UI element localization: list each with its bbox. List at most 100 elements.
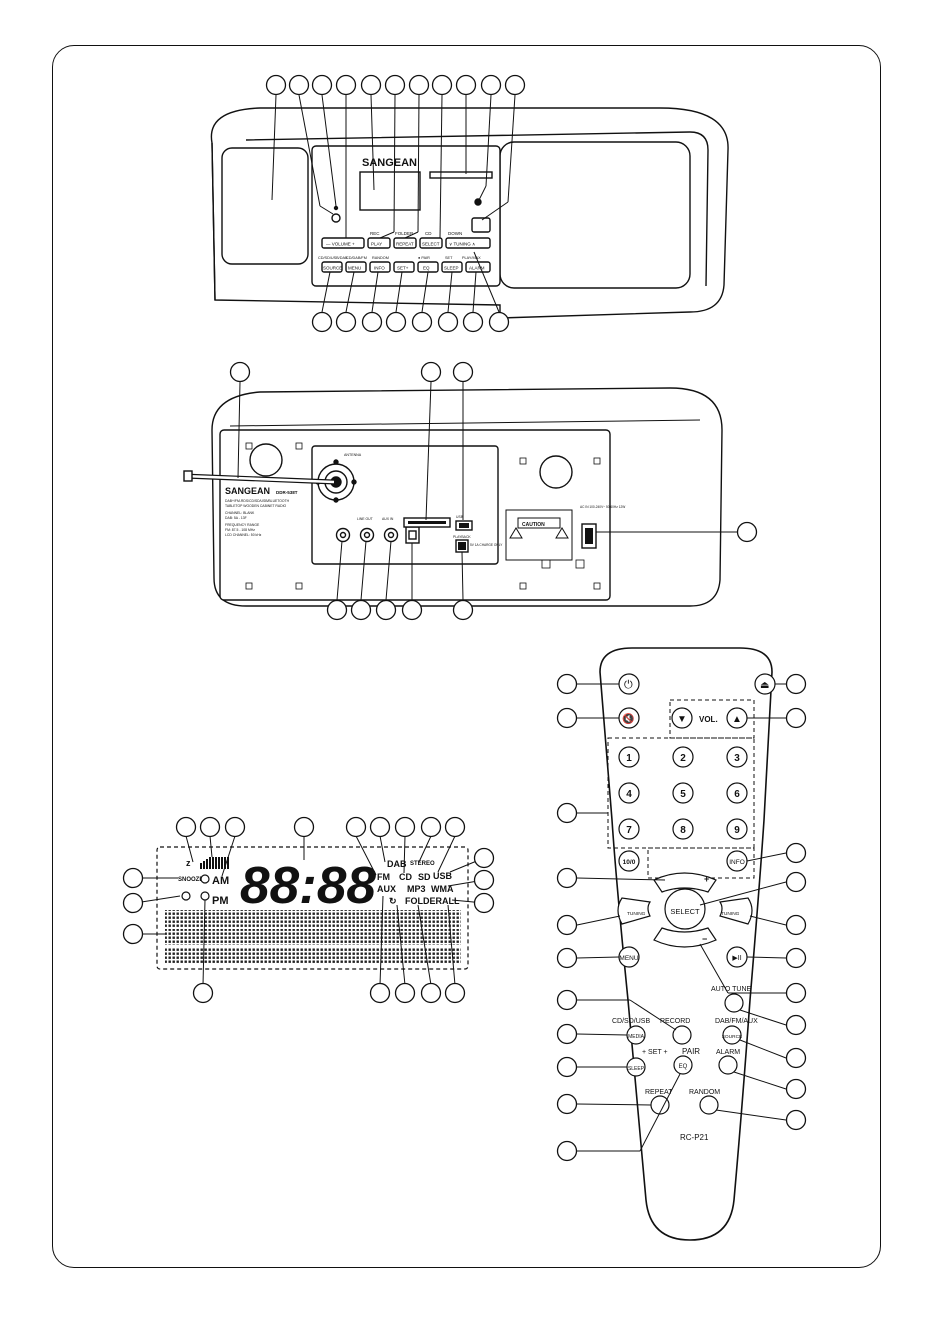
spec-line-3: CHANNEL: BLANK	[225, 511, 255, 515]
snooze-indicator: SNOOZE	[178, 877, 203, 883]
eq-label: EQ	[679, 1064, 688, 1070]
folder-minus-icon: −	[702, 934, 707, 944]
antenna-label: ANTENNA	[344, 453, 362, 457]
back-model: DDR-538T	[276, 490, 298, 495]
aux-in-label: AUX IN	[382, 517, 394, 521]
back-callouts	[237, 381, 738, 601]
media-label: MEDIA	[628, 1034, 645, 1040]
timer-icon	[200, 874, 210, 884]
key-9-label: 9	[734, 825, 740, 836]
remote-sensor	[474, 198, 482, 206]
front-view	[210, 107, 729, 319]
sleep-label: SLEEP	[628, 1066, 645, 1072]
remote-folder-minus-button	[653, 927, 717, 948]
folder-indicator: FOLDER	[405, 896, 442, 906]
info-label: INFO	[729, 859, 745, 866]
back-number-circles	[229, 361, 758, 621]
lcd-number-circles	[122, 816, 495, 1004]
sleep-key-label: SLEEP	[444, 266, 459, 271]
repeat-indicator: ↻	[389, 896, 397, 906]
mute-icon: 🔇	[622, 712, 634, 725]
key-6-label: 6	[734, 789, 740, 800]
usb-charge-note: 5V 1A CHARGE ONLY	[470, 543, 503, 547]
fm-indicator: FM	[377, 872, 390, 882]
remote-random-button	[699, 1095, 719, 1115]
key-8-label: 8	[680, 825, 686, 836]
eq-key-label: EQ	[423, 266, 430, 271]
tuning-left-label: TUNING	[627, 911, 646, 917]
front-callouts	[271, 94, 516, 313]
line-out-label: LINE OUT	[357, 517, 373, 521]
spec-line-6: FM: 87.5 - 108 MHz	[225, 528, 255, 532]
key-5-label: 5	[680, 789, 686, 800]
spec-line-1: DAB+/FM-RDS/CD/SD/USB/BLUETOOTH	[225, 499, 290, 503]
front-brand: SANGEAN	[362, 157, 417, 169]
alarm-2-icon	[200, 891, 210, 901]
source-cap: CD/SD/USB/DAB	[318, 256, 348, 260]
remote-alarm-button	[718, 1055, 738, 1075]
alarm-cap: PLAY/MAX	[462, 256, 481, 260]
down-cap: DOWN	[448, 231, 462, 236]
usb-indicator: USB	[433, 871, 453, 881]
dab-fm-aux-label: DAB/FM/AUX	[715, 1018, 758, 1025]
repeat-label: REPEAT	[645, 1089, 673, 1096]
remote-folder-plus-button	[653, 872, 717, 893]
key-2-label: 2	[680, 753, 686, 764]
vol-up-icon: ▲	[732, 714, 742, 725]
front-number-circles	[265, 74, 526, 333]
back-view	[183, 387, 723, 607]
remote-eq-button	[673, 1055, 693, 1075]
source-label: SOURCE	[722, 1034, 743, 1040]
cd-slot	[429, 171, 493, 179]
stereo-indicator: STEREO	[410, 861, 435, 867]
cd-cap: CD	[425, 231, 432, 236]
cd-sd-usb-label: CD/SD/USB	[612, 1018, 650, 1025]
source-key-label: SOURCE	[323, 266, 342, 271]
vol-label: VOL.	[699, 715, 718, 724]
page-frame	[52, 45, 881, 1268]
select-key-label: SELECT	[422, 242, 440, 247]
menu-cap: CD/DAB/FM	[346, 256, 367, 260]
remote-auto-tune-button	[724, 993, 744, 1013]
remote-record-button	[672, 1025, 692, 1045]
spec-line-4: DAB: 5A - 13F	[225, 516, 247, 520]
tuning-key-label: ∨ TUNING ∧	[449, 242, 476, 247]
alarm-1-icon	[181, 891, 191, 901]
remote-model-label: RC-P21	[680, 1133, 709, 1142]
info-key-label: INFO	[374, 266, 385, 271]
usb-port-label: USB	[456, 515, 464, 519]
snooze-z: z	[186, 858, 191, 868]
eq-cap: ● PAIR	[418, 256, 430, 260]
remote-select-button	[664, 888, 706, 930]
select-label: SELECT	[670, 907, 700, 916]
key-10-label: 10/0	[623, 859, 636, 866]
front-key-labels: — VOLUME + PLAY REPEAT SELECT ∨ TUNING ∧…	[318, 231, 485, 271]
volume-key-label: — VOLUME +	[326, 242, 355, 247]
cd-indicator: CD	[399, 872, 412, 882]
sleep-cap: SET	[445, 256, 453, 260]
set-label: + SET +	[642, 1049, 668, 1056]
lcd-display: SNOOZE z AM PM 88:88 DAB FM CD SD USB ST…	[156, 846, 469, 970]
key-3-label: 3	[734, 753, 740, 764]
pair-label: PAIR	[682, 1047, 700, 1056]
spec-line-5: FREQUENCY RANGE	[225, 523, 260, 527]
power-button	[331, 213, 341, 223]
sd-indicator: SD	[418, 872, 431, 882]
remote-tuning-left-button	[617, 897, 652, 925]
all-indicator: ALL	[442, 896, 460, 906]
remote-10-button	[618, 850, 640, 872]
caution-label: CAUTION	[522, 522, 545, 528]
key-7-label: 7	[626, 825, 632, 836]
spec-line-2: TABLETOP WOODEN CABINET RADIO	[225, 504, 287, 508]
remote-buttons	[617, 673, 776, 1115]
record-label: RECORD	[660, 1018, 690, 1025]
remote-labels: ⏻ ⏏ 🔇 ▼ VOL. ▲ 1 2 3 4 5 6 7 8 9 10/0 IN…	[612, 679, 769, 1142]
auto-tune-label: AUTO TUNE	[711, 986, 752, 993]
dab-indicator: DAB	[387, 859, 407, 869]
front-lcd	[359, 171, 421, 211]
folder-plus-icon: +	[704, 874, 709, 884]
eject-button	[471, 217, 491, 233]
spec-line-7: LCD CHANNEL: 50 kHz	[225, 533, 262, 537]
number-keypad-frame	[607, 737, 755, 849]
